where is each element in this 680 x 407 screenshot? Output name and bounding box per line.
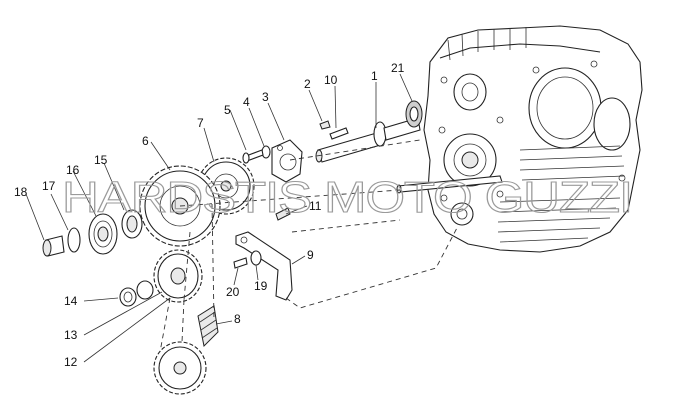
bearing-16 — [88, 213, 118, 255]
callout-8: 8 — [234, 312, 241, 326]
callout-17: 17 — [42, 179, 56, 193]
bearing-21 — [405, 100, 423, 128]
callout-11: 11 — [309, 199, 322, 213]
callout-6: 6 — [142, 134, 149, 148]
callout-21: 21 — [391, 61, 405, 75]
callout-19: 19 — [254, 279, 268, 293]
callout-15: 15 — [94, 153, 108, 167]
callout-10: 10 — [324, 73, 338, 87]
callout-3: 3 — [262, 90, 269, 104]
tensioner-9 — [235, 231, 293, 301]
washer-14 — [119, 280, 154, 307]
engine-crankcase — [423, 25, 643, 253]
camshaft-part-1 — [315, 117, 421, 163]
flange-3 — [271, 139, 303, 183]
callout-14: 14 — [64, 294, 78, 308]
watermark-text: HARDSTIS MOTO GUZZI — [62, 173, 632, 222]
assembly-lines — [159, 139, 459, 353]
bushing-15 — [121, 209, 143, 239]
callout-2: 2 — [304, 77, 311, 91]
callout-7: 7 — [197, 116, 204, 130]
callout-16: 16 — [66, 163, 80, 177]
callout-labels: 1 2 3 4 5 6 7 8 9 10 11 12 13 14 15 16 1… — [14, 61, 405, 369]
screw-20 — [233, 257, 248, 269]
callout-13: 13 — [64, 328, 78, 342]
pin-10 — [329, 127, 349, 140]
callout-5: 5 — [224, 103, 231, 117]
ring-17 — [67, 227, 81, 253]
callout-1: 1 — [371, 69, 378, 83]
key-2 — [319, 120, 331, 130]
callout-4: 4 — [243, 95, 250, 109]
callout-18: 18 — [14, 185, 28, 199]
gear-13 — [153, 249, 203, 303]
leader-lines — [25, 73, 413, 363]
chain-8 — [197, 305, 219, 348]
screw-5 — [242, 149, 264, 164]
callout-12: 12 — [64, 355, 78, 369]
spacer-19 — [250, 250, 262, 266]
sprocket-12 — [153, 341, 207, 395]
callout-9: 9 — [307, 248, 314, 262]
callout-20: 20 — [226, 285, 240, 299]
bush-18 — [42, 235, 65, 257]
washer-4 — [261, 145, 271, 159]
key-11 — [275, 207, 291, 221]
